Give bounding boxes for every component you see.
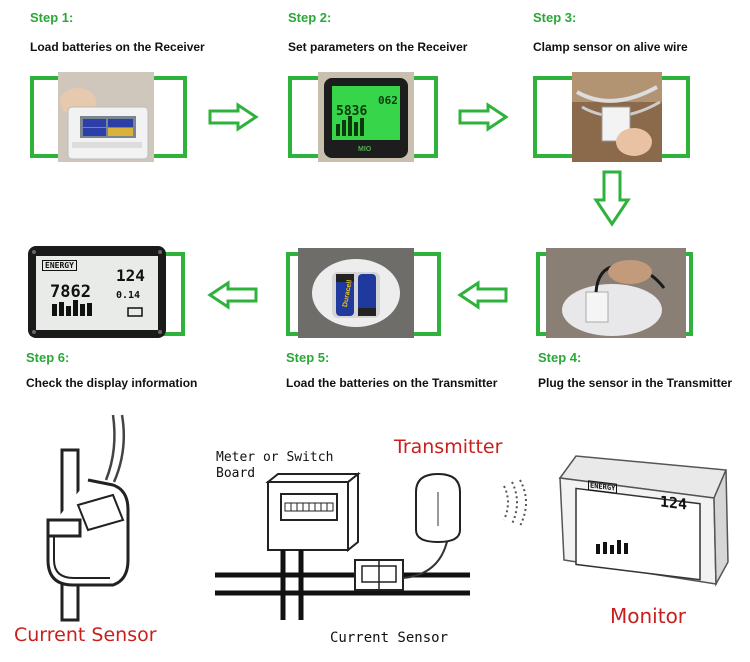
monitor-screen-value: 124 — [660, 492, 688, 514]
step-4-photo — [546, 248, 686, 338]
step-6-title: Step 6: — [26, 350, 70, 365]
transmitter-battery-illustration — [298, 248, 414, 338]
step-3-photo — [572, 72, 662, 162]
current-sensor-left-label: Current Sensor — [14, 624, 157, 646]
step-4-title: Step 4: — [538, 350, 582, 365]
step-2-title: Step 2: — [288, 10, 332, 25]
step-5-photo: Duracell — [298, 248, 414, 338]
step-2-description: Set parameters on the Receiver — [288, 40, 468, 54]
step-1-description: Load batteries on the Receiver — [30, 40, 205, 54]
step-6-description: Check the display information — [26, 376, 198, 390]
step-1-photo — [58, 72, 154, 162]
monitor-display-illustration — [28, 246, 166, 338]
step-2-screen-number-1: 062 — [378, 94, 398, 107]
step-2-screen-number-2: 5836 — [336, 104, 368, 119]
step-6-screen-value-small: 0.14 — [116, 290, 141, 301]
transmitter-label: Transmitter — [394, 436, 503, 458]
step-2-photo: 062 5836 MIO — [318, 72, 414, 162]
wireless-signal-icon — [503, 479, 527, 527]
step-3-description: Clamp sensor on alive wire — [533, 40, 688, 54]
monitor-device-illustration — [558, 455, 729, 587]
current-sensor-illustration — [46, 414, 130, 622]
arrow-left-icon — [457, 280, 508, 310]
arrow-left-icon — [207, 280, 258, 310]
meter-label-line-1: Meter or Switch — [216, 450, 334, 465]
step-6-screen-brand: ENERGY — [42, 260, 77, 271]
step-6-screen-value-left: 7862 — [50, 282, 91, 302]
step-1-title: Step 1: — [30, 10, 74, 25]
receiver-battery-illustration — [58, 72, 154, 162]
step-5-title: Step 5: — [286, 350, 330, 365]
meter-label-line-2: Board — [216, 466, 256, 481]
step-4-description: Plug the sensor in the Transmitter — [538, 376, 733, 390]
monitor-label: Monitor — [610, 604, 687, 628]
step-2-brand: MIO — [358, 146, 372, 153]
transmitter-device-illustration — [415, 472, 461, 544]
current-sensor-center-label: Current Sensor — [330, 630, 449, 646]
arrow-right-icon — [458, 102, 509, 132]
step-6-screen-value-right: 124 — [116, 266, 145, 285]
arrow-down-icon — [593, 170, 631, 227]
wiring-diagram — [215, 471, 470, 620]
arrow-right-icon — [208, 102, 259, 132]
step-3-title: Step 3: — [533, 10, 577, 25]
step-5-description: Load the batteries on the Transmitter — [286, 376, 498, 390]
clamp-sensor-illustration — [572, 72, 662, 162]
plug-sensor-illustration — [546, 248, 686, 338]
receiver-display-illustration — [318, 72, 414, 162]
step-6-photo: ENERGY 124 7862 0.14 — [28, 246, 166, 338]
